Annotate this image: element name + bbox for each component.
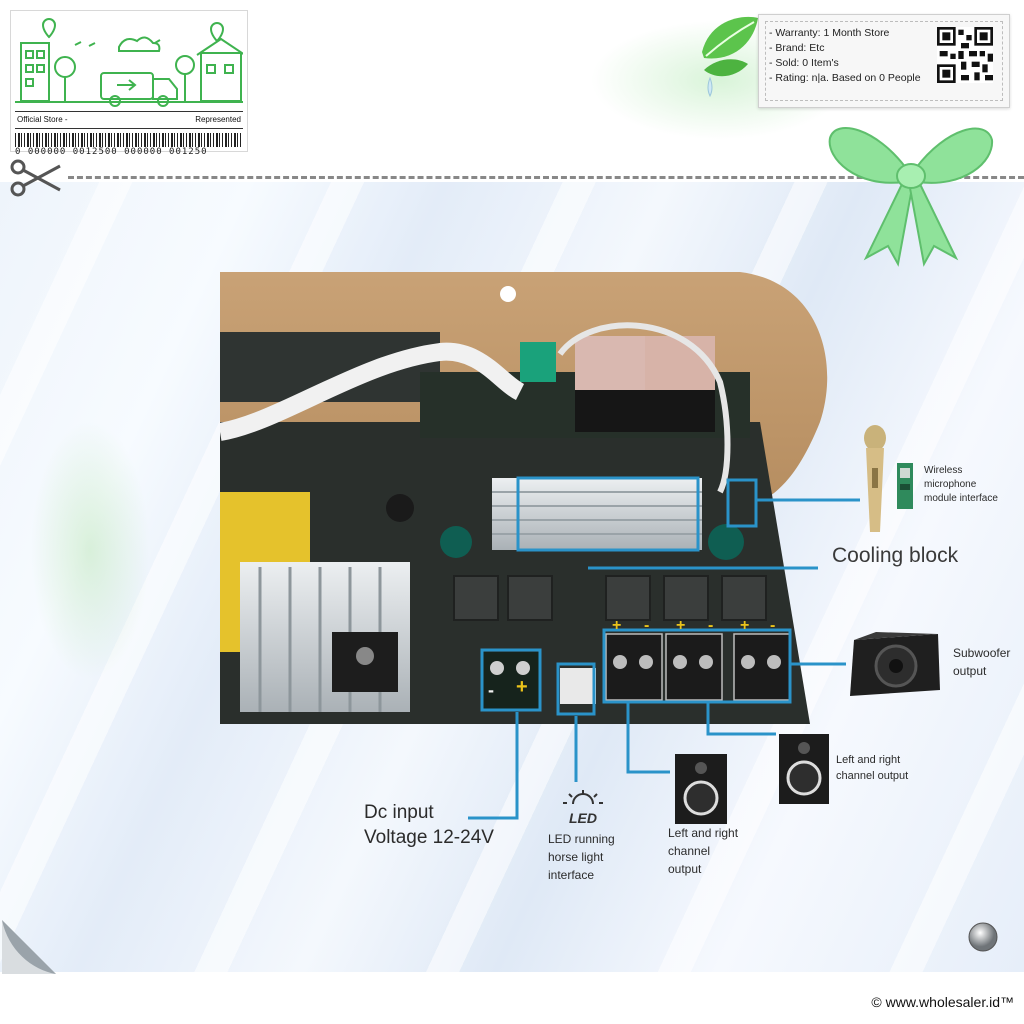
store-badge: Official Store - Represented 0 000000 00… — [10, 10, 248, 157]
info-card-border — [765, 21, 1003, 101]
microphone-module-icon — [897, 463, 913, 509]
badge-right-text: Represented — [195, 115, 241, 124]
product-info-card: - Warranty: 1 Month Store - Brand: Etc -… — [758, 14, 1010, 108]
barcode-number: 0 000000 0012500 000000 001250 — [15, 147, 208, 157]
bookshelf-speaker-icon — [779, 734, 829, 804]
cooling-block-label: Cooling block — [832, 544, 959, 567]
background-glow — [30, 420, 150, 680]
copyright-text: © www.wholesaler.id™ — [871, 994, 1014, 1010]
scissors-icon — [10, 159, 61, 197]
led-interface-line: interface — [548, 868, 595, 882]
badge-caption-row: Official Store - Represented — [15, 111, 243, 129]
warranty-text: - Warranty: 1 Month Store — [769, 27, 890, 39]
info-lines: - Warranty: 1 Month Store - Brand: Etc -… — [769, 26, 921, 86]
page-curl-icon — [2, 920, 56, 974]
qr-code — [937, 27, 993, 83]
wireless-mic-label: Wireless microphone module interface — [924, 464, 1014, 506]
amplifier-board-photo — [220, 272, 828, 724]
ribbon-bow-icon — [828, 127, 994, 267]
led-interface-line: horse light — [548, 850, 604, 864]
brand-text: - Brand: Etc — [769, 42, 825, 54]
metal-button-icon — [968, 922, 998, 952]
leaf-icon — [702, 16, 758, 98]
sold-text: - Sold: 0 Item's — [769, 57, 839, 69]
subwoofer-line: Subwoofer — [953, 646, 1011, 660]
barcode — [15, 133, 243, 147]
subwoofer-label: Subwoofer output — [953, 644, 1023, 680]
wireless-mic-line: Wireless — [924, 465, 963, 476]
wireless-microphone-icon — [864, 425, 886, 532]
dashed-cut-line — [68, 176, 1024, 179]
lr-output-line: output — [668, 862, 702, 876]
dc-input-label: Dc input Voltage 12-24V — [364, 800, 524, 850]
subwoofer-line: output — [953, 664, 987, 678]
led-interface-line: LED running — [548, 832, 615, 846]
lr-output-label-left: Left and right channel output — [668, 824, 758, 878]
city-delivery-illustration — [15, 18, 243, 107]
wireless-mic-line: module interface — [924, 493, 998, 504]
badge-left-text: Official Store - — [17, 115, 68, 124]
rating-text: - Rating: n|a. Based on 0 People — [769, 72, 921, 84]
lr-output-line: channel — [668, 844, 711, 858]
wireless-mic-line: microphone — [924, 479, 977, 490]
led-icon: LED — [563, 790, 603, 826]
lr-output-line: channel output — [836, 770, 909, 782]
terminal-plus: + — [516, 676, 528, 698]
lr-output-line: Left and right — [836, 754, 901, 766]
subwoofer-icon — [850, 632, 940, 696]
bookshelf-speaker-icon — [675, 754, 727, 824]
lr-output-label-right: Left and right channel output — [836, 752, 936, 784]
led-icon-text: LED — [569, 810, 597, 826]
lr-output-line: Left and right — [668, 826, 739, 840]
terminal-minus: - — [488, 680, 494, 700]
led-interface-label: LED running horse light interface — [548, 830, 638, 884]
dc-input-line: Voltage 12-24V — [364, 827, 494, 848]
dc-input-line: Dc input — [364, 802, 434, 823]
